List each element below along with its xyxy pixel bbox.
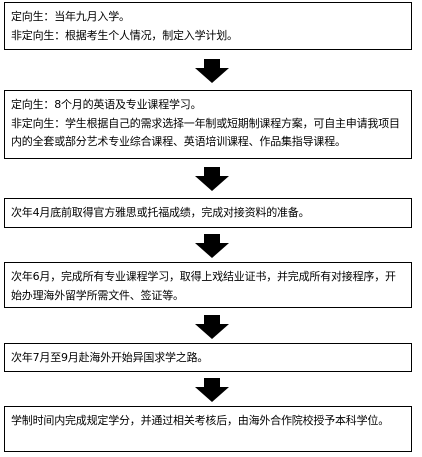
flow-step-3: 次年4月底前取得官方雅思或托福成绩，完成对接资料的准备。 [4, 198, 412, 228]
step-3-line-1: 次年4月底前取得官方雅思或托福成绩，完成对接资料的准备。 [11, 206, 310, 219]
flow-step-1: 定向生：当年九月入学。 非定向生：根据考生个人情况，制定入学计划。 [4, 2, 412, 50]
step-1-line-2: 非定向生：根据考生个人情况，制定入学计划。 [11, 28, 238, 42]
arrow-down-icon [195, 234, 229, 258]
flow-step-2: 定向生：8个月的英语及专业课程学习。 非定向生：学生根据自己的需求选择一年制或短… [4, 90, 412, 159]
arrow-down-icon [195, 315, 229, 339]
step-5-line-1: 次年7月至9月赴海外开始异国求学之路。 [11, 351, 209, 364]
step-2-line-1: 定向生：8个月的英语及专业课程学习。 [11, 98, 202, 111]
flow-step-6: 学制时间内完成规定学分，并通过相关考核后，由海外合作院校授予本科学位。 [4, 406, 412, 452]
step-2-line-2: 非定向生：学生根据自己的需求选择一年制或短期制课程方案，可自主申请我项目内的全套… [11, 116, 400, 149]
arrow-down-icon [195, 167, 229, 191]
flow-step-4: 次年6月，完成所有专业课程学习，取得上戏结业证书，并完成所有对接程序，开始办理海… [4, 262, 412, 308]
step-6-line-1: 学制时间内完成规定学分，并通过相关考核后，由海外合作院校授予本科学位。 [11, 414, 389, 427]
flow-step-5: 次年7月至9月赴海外开始异国求学之路。 [4, 343, 412, 372]
arrow-down-icon [195, 59, 229, 83]
arrow-down-icon [195, 378, 229, 402]
step-1-line-1: 定向生：当年九月入学。 [11, 10, 130, 23]
step-4-line-1: 次年6月，完成所有专业课程学习，取得上戏结业证书，并完成所有对接程序，开始办理海… [11, 270, 396, 302]
